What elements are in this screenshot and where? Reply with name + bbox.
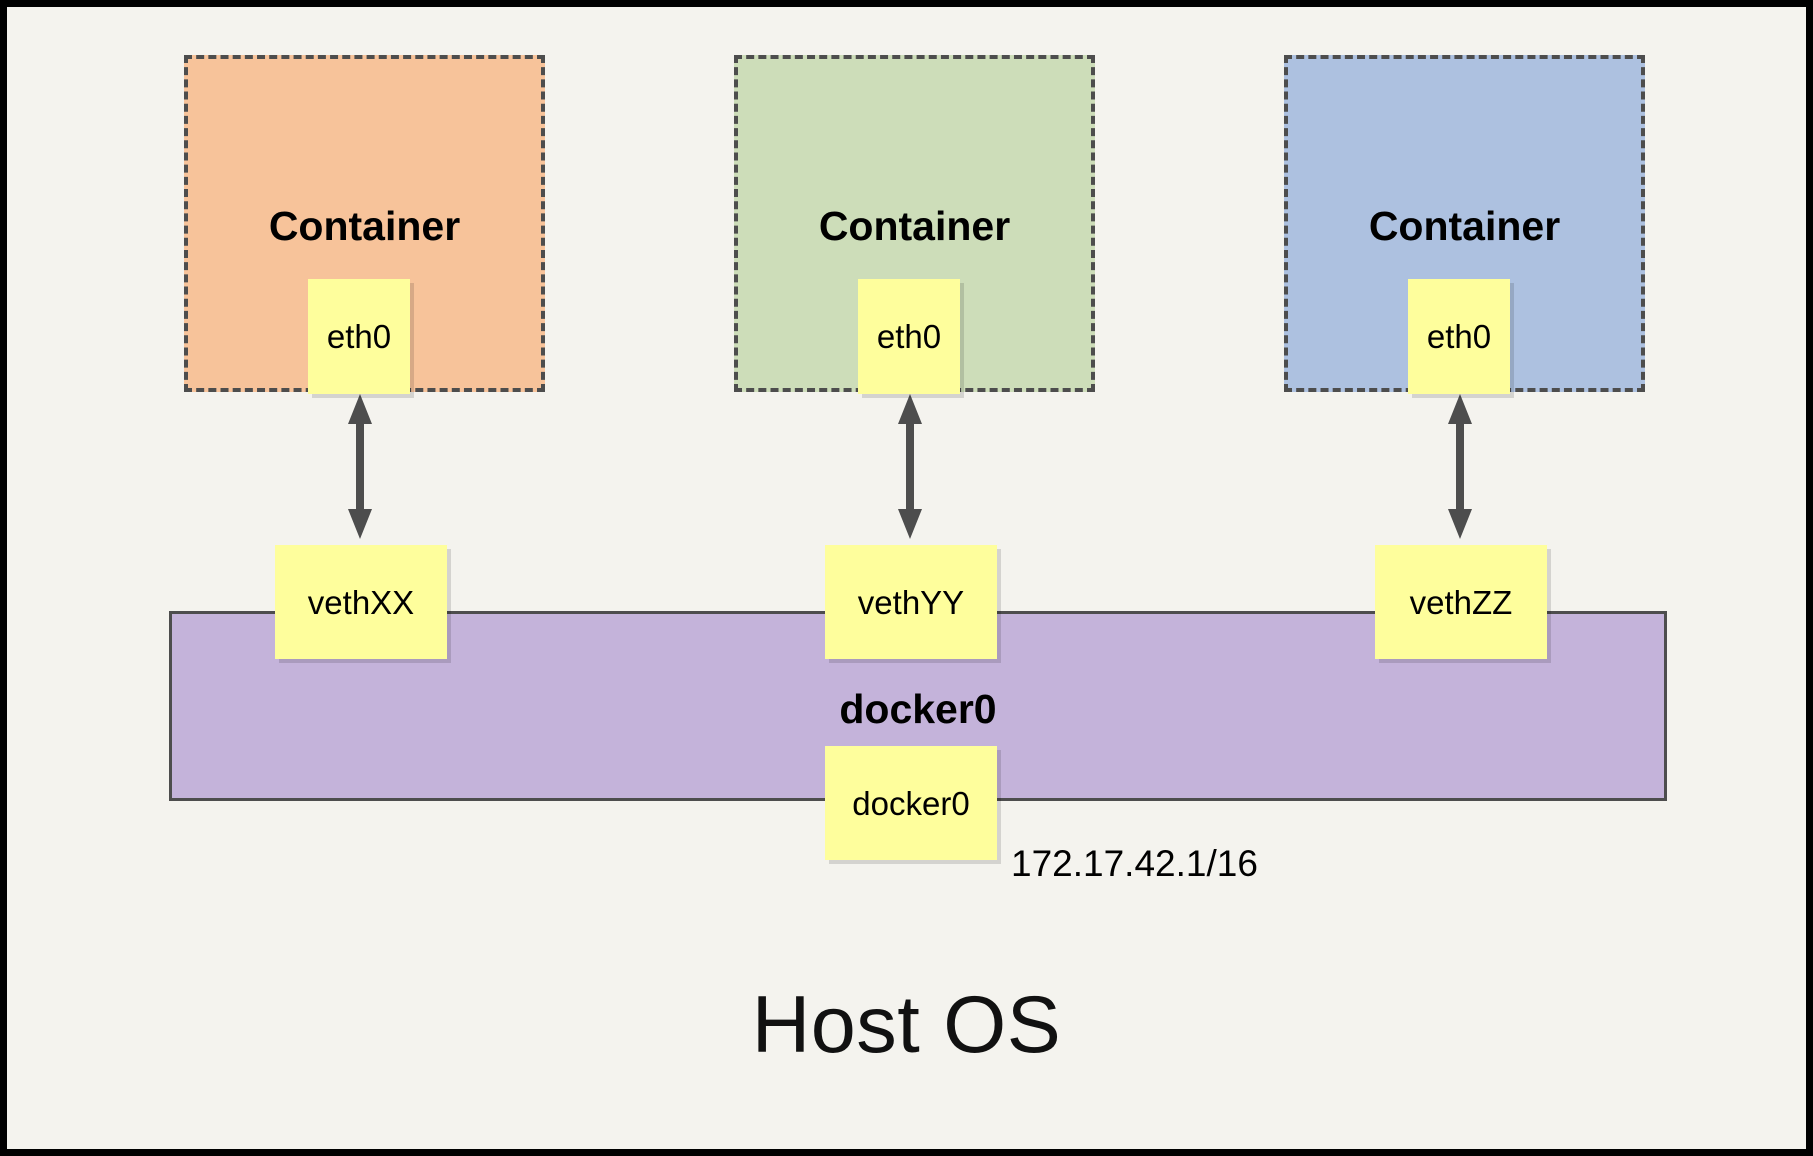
veth-label-2: vethYY [857, 583, 965, 621]
container-title-3: Container [1368, 203, 1561, 249]
veth-note-3[interactable]: vethZZ [1375, 545, 1547, 659]
veth-note-2[interactable]: vethYY [825, 545, 997, 659]
container-eth0-note-3[interactable]: eth0 [1408, 279, 1510, 394]
connector-arrow-2 [890, 394, 930, 539]
diagram-stage: Container eth0 Container eth0 Container … [7, 7, 1806, 1149]
container-eth0-note-1[interactable]: eth0 [308, 279, 410, 394]
docker0-bridge-title: docker0 [839, 686, 997, 732]
veth-label-1: vethXX [307, 583, 415, 621]
container-eth0-label-1: eth0 [326, 318, 392, 355]
host-os-label: Host OS [751, 980, 1062, 1070]
docker0-ip-address: 172.17.42.1/16 [1011, 843, 1258, 884]
container-eth0-label-2: eth0 [876, 318, 942, 355]
container-eth0-label-3: eth0 [1426, 318, 1492, 355]
container-title-2: Container [818, 203, 1011, 249]
docker0-interface-note[interactable]: docker0 [825, 746, 997, 860]
connector-arrow-3 [1440, 394, 1480, 539]
veth-label-3: vethZZ [1409, 583, 1513, 621]
docker0-interface-label: docker0 [852, 784, 970, 822]
veth-note-1[interactable]: vethXX [275, 545, 447, 659]
container-title-1: Container [268, 203, 461, 249]
container-eth0-note-2[interactable]: eth0 [858, 279, 960, 394]
connector-arrow-1 [340, 394, 380, 539]
